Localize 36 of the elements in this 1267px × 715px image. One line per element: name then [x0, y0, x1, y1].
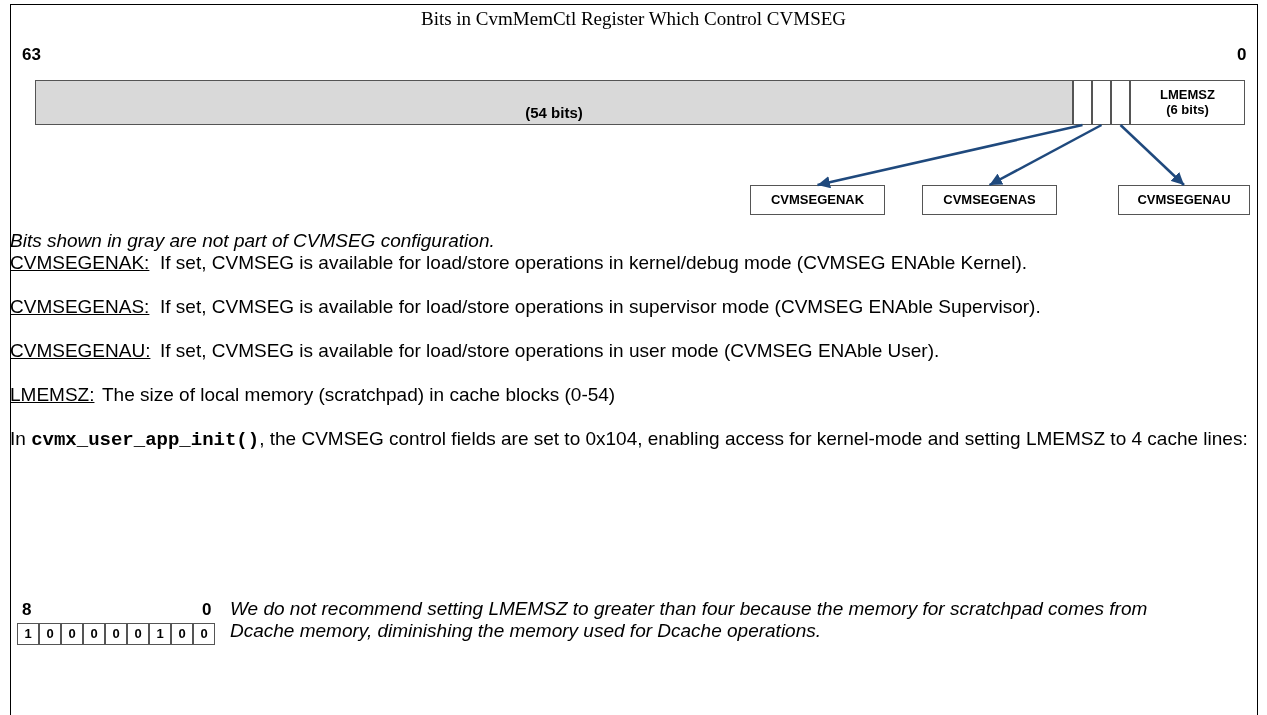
arrow — [988, 123, 1103, 187]
arrow — [817, 123, 1083, 189]
field-description: If set, CVMSEG is available for load/store operations in supervisor mode (CVMSEG ENAble Supervisor). — [160, 296, 1042, 318]
note-text: Bits shown in gray are not part of CVMSEG configuration. — [10, 230, 496, 252]
field-term: LMEMSZ: — [10, 384, 95, 406]
bit-value-cell: 0 — [193, 623, 215, 645]
register-bit — [1092, 80, 1111, 125]
field-name-box: CVMSEGENAS — [922, 185, 1057, 215]
bit-number: 63 — [22, 45, 41, 65]
bit-value-cell: 1 — [149, 623, 171, 645]
register-field: (54 bits) — [35, 80, 1073, 125]
bit-number: 8 — [22, 600, 32, 620]
field-term: CVMSEGENAK: — [10, 252, 150, 274]
field-name-box: CVMSEGENAU — [1118, 185, 1250, 215]
field-description: The size of local memory (scratchpad) in cache blocks (0-54) — [102, 384, 617, 406]
bit-number: 0 — [1237, 45, 1247, 65]
figure-heading: Bits in CvmMemCtl Register Which Control CVMSEG — [419, 8, 848, 30]
bit-value-cell: 0 — [171, 623, 193, 645]
arrow — [1119, 124, 1185, 186]
bit-value-cell: 0 — [39, 623, 61, 645]
field-name-box: CVMSEGENAK — [750, 185, 885, 215]
register-bit — [1111, 80, 1130, 125]
bit-value-cell: 0 — [83, 623, 105, 645]
bit-value-cell: 0 — [127, 623, 149, 645]
bit-number: 0 — [202, 600, 212, 620]
field-description: If set, CVMSEG is available for load/store operations in kernel/debug mode (CVMSEG ENAble Kernel). — [160, 252, 1028, 274]
note-text: We do not recommend setting LMEMSZ to greater than four because the memory for scratchpad comes from Dcache memory, diminishing the memory used for Dcache operations. — [230, 598, 1149, 642]
bit-value-cell: 0 — [61, 623, 83, 645]
bit-value-cell: 0 — [105, 623, 127, 645]
register-bit — [1073, 80, 1092, 125]
paragraph-text: In cvmx_user_app_init(), the CVMSEG control fields are set to 0x104, enabling access for kernel-mode and setting LMEMSZ to 4 cache lines: — [10, 428, 1249, 451]
field-description: If set, CVMSEG is available for load/store operations in user mode (CVMSEG ENAble User). — [160, 340, 941, 362]
field-term: CVMSEGENAS: — [10, 296, 150, 318]
bit-value-cell: 1 — [17, 623, 39, 645]
field-term: CVMSEGENAU: — [10, 340, 151, 362]
register-field: LMEMSZ (6 bits) — [1130, 80, 1245, 125]
